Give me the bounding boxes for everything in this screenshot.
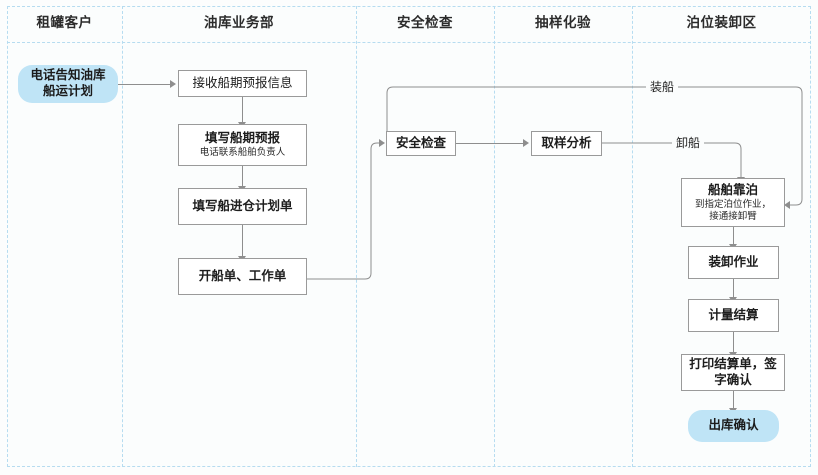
line-safety-to-sampling [456,143,524,144]
node-ship-berthing-label: 船舶靠泊 [707,182,758,197]
line-receive-to-fill-forecast [242,97,243,124]
edge-label-loading: 装船 [646,80,679,94]
node-sample-analysis[interactable]: 取样分析 [531,131,602,156]
lane-divider-2 [356,6,357,467]
node-sample-analysis-label: 取样分析 [541,135,592,150]
node-issue-orders-label: 开船单、工作单 [198,268,287,283]
lane-header-sampling: 抽样化验 [535,15,591,30]
arrowhead-loading-to-berth [784,201,790,209]
node-receive-forecast[interactable]: 接收船期预报信息 [178,70,307,97]
lane-header-customer: 租罐客户 [36,15,93,30]
node-fill-plan[interactable]: 填写船进仓计划单 [178,188,307,225]
node-print-settle-line2: 字确认 [714,372,752,387]
swimlane-frame [7,6,811,467]
node-ship-berthing[interactable]: 船舶靠泊 到指定泊位作业， 接通接卸臂 [681,178,785,227]
node-load-unload-label: 装卸作业 [708,254,759,269]
arrowhead-orders-to-safety [379,139,385,147]
lane-divider-3 [494,6,495,467]
node-issue-orders[interactable]: 开船单、工作单 [178,258,307,295]
line-metering-to-print [733,332,734,354]
line-loadunload-to-metering [733,279,734,299]
node-ship-berthing-subtitle-line2: 接通接卸臂 [709,210,757,222]
lane-header-berth: 泊位装卸区 [686,15,757,30]
line-fill-forecast-to-plan [242,166,243,188]
node-load-unload[interactable]: 装卸作业 [688,246,779,279]
node-print-settle-line1: 打印结算单，签 [689,357,777,372]
node-fill-forecast-subtitle: 电话联系船舶负责人 [199,147,286,159]
node-start-call-line2: 船运计划 [42,84,93,98]
node-fill-plan-label: 填写船进仓计划单 [192,198,293,213]
node-fill-forecast-label: 填写船期预报 [204,131,280,146]
line-plan-to-orders [242,225,243,258]
node-ship-berthing-subtitle-line1: 到指定泊位作业， [694,199,771,211]
lane-divider-1 [122,6,123,467]
lane-header-safety: 安全检查 [397,15,453,30]
arrowhead-safety-to-sampling [523,139,529,147]
node-safety-check[interactable]: 安全检查 [386,131,456,156]
edge-label-unloading: 卸船 [672,136,705,150]
node-safety-check-label: 安全检查 [395,135,446,150]
arrowhead-start-to-receive [170,80,176,88]
node-start-call-line1: 电话告知油库 [30,68,106,83]
node-metering-label: 计量结算 [708,307,759,322]
node-metering[interactable]: 计量结算 [688,299,779,332]
line-berth-to-loadunload [733,227,734,246]
node-start-call[interactable]: 电话告知油库 船运计划 [18,65,118,103]
swimlane-header-rule [7,42,811,43]
node-fill-forecast[interactable]: 填写船期预报 电话联系船舶负责人 [178,124,307,166]
lane-divider-4 [632,6,633,467]
lane-header-depot: 油库业务部 [204,15,274,30]
node-end-confirm-label: 出库确认 [708,418,759,433]
node-end-confirm[interactable]: 出库确认 [688,410,779,442]
node-print-settle[interactable]: 打印结算单，签 字确认 [681,354,785,391]
line-start-to-receive [118,84,170,85]
node-receive-forecast-label: 接收船期预报信息 [192,75,293,90]
line-print-to-end [733,391,734,410]
